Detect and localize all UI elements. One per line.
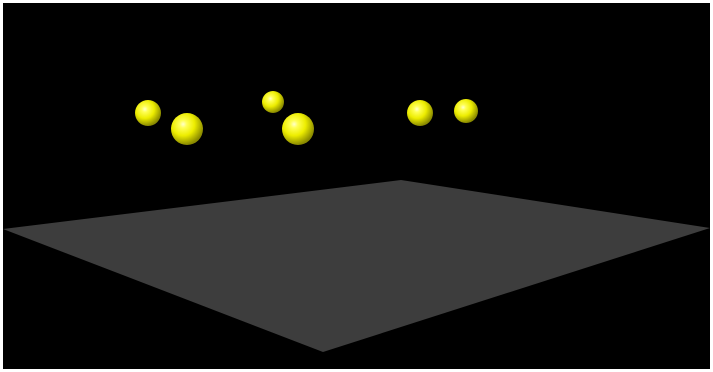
- sphere-2: [171, 113, 203, 145]
- spheres-group: [135, 91, 478, 145]
- sphere-1: [135, 100, 161, 126]
- 3d-viewport[interactable]: [3, 3, 710, 369]
- ground-plane: [3, 180, 710, 352]
- sphere-6: [454, 99, 478, 123]
- sphere-3: [262, 91, 284, 113]
- sphere-5: [407, 100, 433, 126]
- sphere-4: [282, 113, 314, 145]
- scene-canvas[interactable]: [3, 3, 710, 369]
